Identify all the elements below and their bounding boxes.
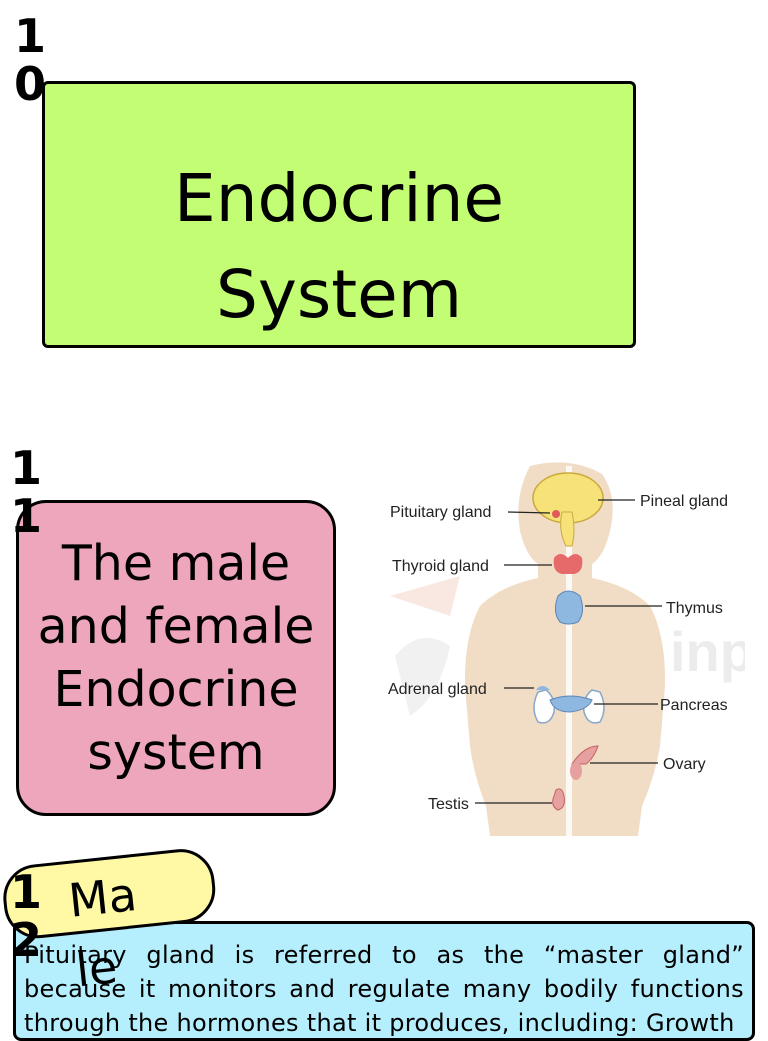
ovary-icon bbox=[571, 745, 599, 765]
body-midline bbox=[566, 466, 572, 836]
body-silhouette bbox=[464, 462, 666, 836]
label-testis: Testis bbox=[428, 796, 469, 813]
brain-stem bbox=[560, 511, 575, 547]
subtitle-card: The male and female Endocrine system bbox=[16, 500, 336, 816]
pituitary-icon bbox=[552, 510, 560, 518]
watermark-shape bbox=[390, 576, 460, 616]
label-thyroid: Thyroid gland bbox=[392, 558, 489, 575]
pancreas-icon bbox=[549, 695, 593, 713]
page-title: Endocrine System bbox=[174, 160, 504, 333]
uterus-icon bbox=[570, 762, 582, 780]
adrenal-icon bbox=[536, 686, 550, 690]
slide-number-11: 11 bbox=[10, 441, 43, 543]
label-adrenal: Adrenal gland bbox=[388, 681, 487, 698]
watermark-shape bbox=[395, 638, 450, 716]
label-pineal: Pineal gland bbox=[640, 493, 728, 510]
thyroid-icon bbox=[553, 554, 583, 574]
label-pituitary: Pituitary gland bbox=[390, 504, 491, 521]
watermark-text: inp bbox=[670, 620, 745, 683]
slide-number-10: 10 bbox=[14, 9, 47, 111]
thymus-icon bbox=[554, 590, 584, 625]
kidney-left-icon bbox=[533, 689, 556, 724]
slide-number-12: 12 bbox=[10, 865, 43, 967]
title-card: Endocrine System bbox=[42, 81, 636, 348]
label-ovary: Ovary bbox=[663, 756, 706, 773]
text-card: Pituitary gland is referred to as the “m… bbox=[13, 921, 755, 1041]
endocrine-diagram: inp Pituitary gland Pineal gland Thyroid… bbox=[388, 462, 745, 836]
testis-icon bbox=[552, 788, 565, 811]
subtitle: The male and female Endocrine system bbox=[37, 535, 315, 781]
label-pancreas: Pancreas bbox=[660, 697, 728, 714]
tag-label: Male bbox=[66, 867, 140, 998]
label-thymus: Thymus bbox=[666, 600, 723, 617]
